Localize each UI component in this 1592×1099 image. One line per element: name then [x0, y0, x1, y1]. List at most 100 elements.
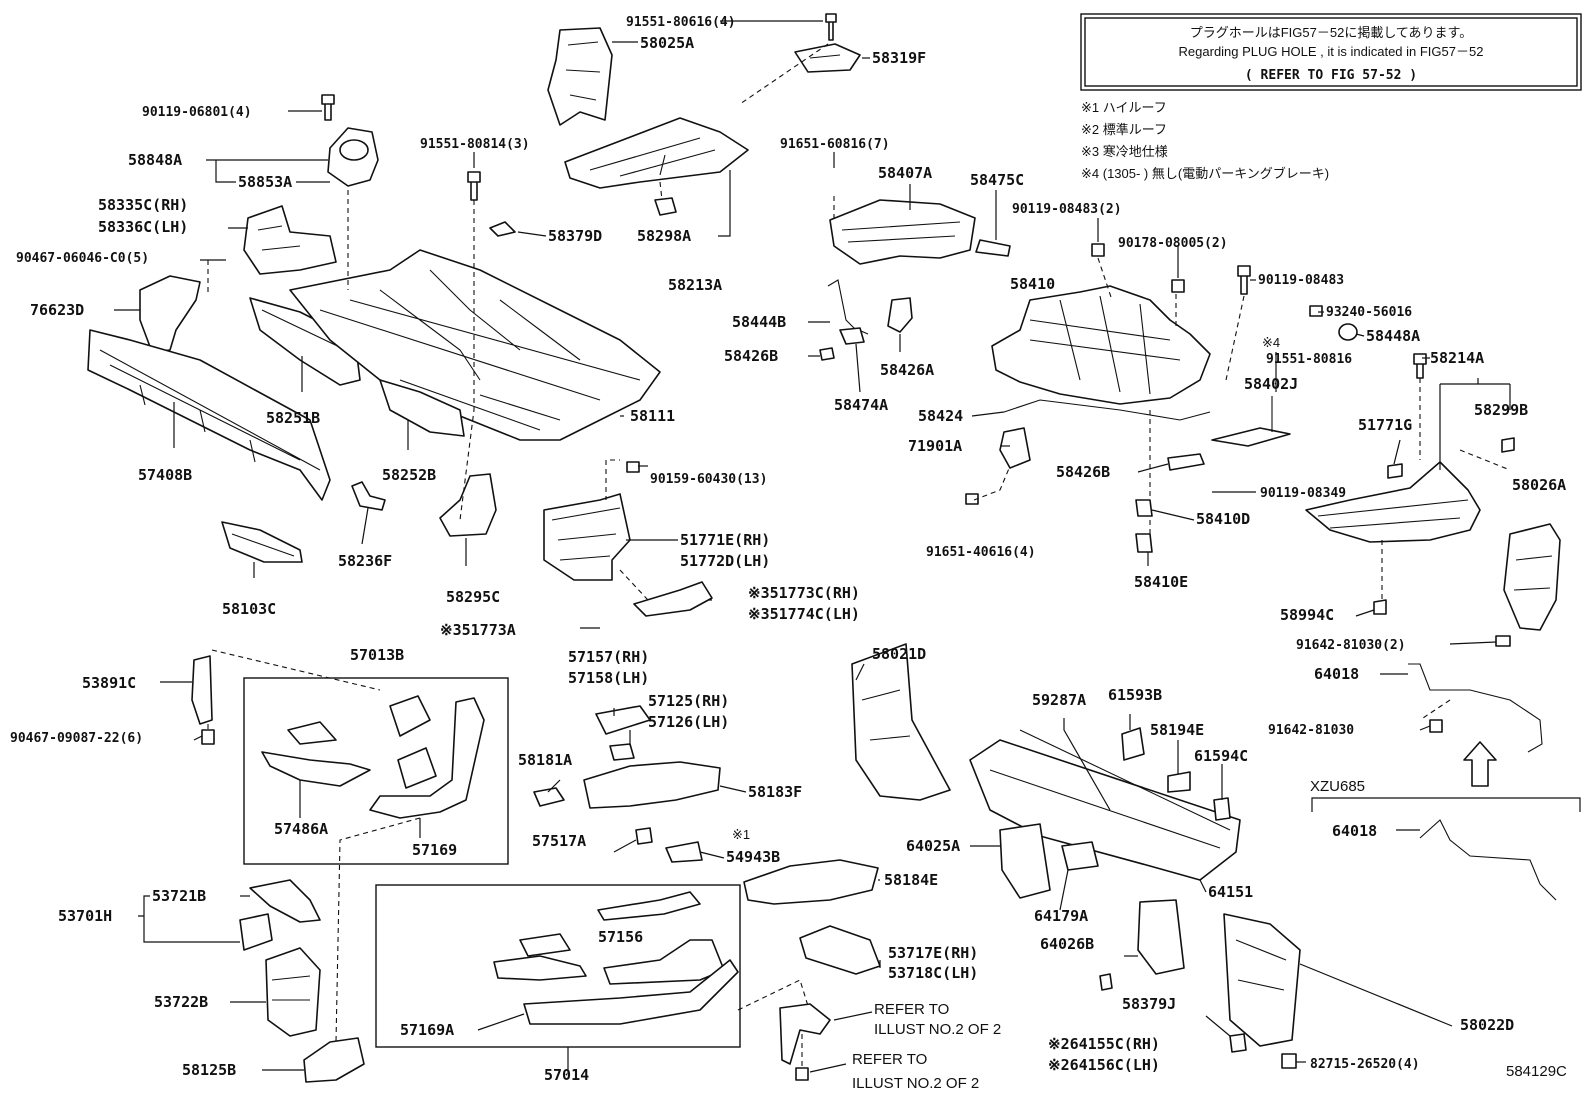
label-58025A: 58025A: [640, 34, 694, 52]
label-58336C: 58336C(LH): [98, 218, 188, 236]
label-57157: 57157(RH): [568, 648, 649, 666]
label-note-1: ※1: [732, 827, 750, 842]
label-58407A: 58407A: [878, 164, 932, 182]
label-58335C: 58335C(RH): [98, 196, 188, 214]
label-58111: 58111: [630, 407, 675, 425]
label-91551-80616: 91551-80616(4): [626, 15, 736, 30]
label-64018-b: 64018: [1332, 822, 1377, 840]
label-58853A: 58853A: [238, 173, 292, 191]
refer-1-line-1: REFER TO: [874, 1001, 949, 1018]
label-58426A: 58426A: [880, 361, 934, 379]
label-58410D: 58410D: [1196, 510, 1250, 528]
label-59287A: 59287A: [1032, 691, 1086, 709]
label-90467-09087: 90467-09087-22(6): [10, 731, 143, 746]
label-57517A: 57517A: [532, 832, 586, 850]
label-90119-06801: 90119-06801(4): [142, 105, 252, 120]
label-91642-81030: 91642-81030: [1268, 723, 1354, 738]
label-57013B: 57013B: [350, 646, 404, 664]
figure-code: 584129C: [1506, 1063, 1567, 1080]
legend-item-4: ※4 (1305- ) 無し(電動パーキングブレーキ): [1081, 166, 1329, 181]
label-58402J: 58402J: [1244, 375, 1298, 393]
label-91551-80814: 91551-80814(3): [420, 137, 530, 152]
label-91651-40616: 91651-40616(4): [926, 545, 1036, 560]
label-91651-60816: 91651-60816(7): [780, 137, 890, 152]
label-58848A: 58848A: [128, 151, 182, 169]
leader-lines: [114, 20, 1511, 1074]
label-51773C: ※351773C(RH): [748, 584, 860, 602]
label-58194E: 58194E: [1150, 721, 1204, 739]
label-58474A: 58474A: [834, 396, 888, 414]
notice-box: プラグホールはFIG57－52に掲載してあります。 Regarding PLUG…: [1080, 13, 1582, 91]
label-57486A: 57486A: [274, 820, 328, 838]
label-51773A: ※351773A: [440, 621, 516, 639]
label-58448A: 58448A: [1366, 327, 1420, 345]
legend-item-1: ※1 ハイルーフ: [1081, 100, 1167, 115]
label-76623D: 76623D: [30, 301, 84, 319]
dashed-lines: [207, 43, 1511, 1068]
label-61594C: 61594C: [1194, 747, 1248, 765]
label-53717E: 53717E(RH): [888, 944, 978, 962]
label-51771G: 51771G: [1358, 416, 1412, 434]
label-58475C: 58475C: [970, 171, 1024, 189]
label-58181A: 58181A: [518, 751, 572, 769]
label-91551-80816: 91551-80816: [1266, 352, 1352, 367]
label-51774C: ※351774C(LH): [748, 605, 860, 623]
label-58379J: 58379J: [1122, 995, 1176, 1013]
label-51771E: 51771E(RH): [680, 531, 770, 549]
label-58213A: 58213A: [668, 276, 722, 294]
label-58410E: 58410E: [1134, 573, 1188, 591]
label-57158: 57158(LH): [568, 669, 649, 687]
label-58022D: 58022D: [1460, 1016, 1514, 1034]
label-58236F: 58236F: [338, 552, 392, 570]
label-64026B: 64026B: [1040, 935, 1094, 953]
label-90119-08349: 90119-08349: [1260, 486, 1346, 501]
label-57125: 57125(RH): [648, 692, 729, 710]
label-58424: 58424: [918, 407, 963, 425]
label-57169: 57169: [412, 841, 457, 859]
label-58410: 58410: [1010, 275, 1055, 293]
label-64156C: ※264156C(LH): [1048, 1056, 1160, 1074]
label-64151: 64151: [1208, 883, 1253, 901]
label-58319F: 58319F: [872, 49, 926, 67]
label-90119-08483-2: 90119-08483(2): [1012, 202, 1122, 217]
part-drawings: [87, 13, 1581, 1083]
label-58299B: 58299B: [1474, 401, 1528, 419]
label-58103C: 58103C: [222, 600, 276, 618]
refer-2-line-1: REFER TO: [852, 1051, 927, 1068]
label-53718C: 53718C(LH): [888, 964, 978, 982]
label-53891C: 53891C: [82, 674, 136, 692]
label-xzu685: XZU685: [1310, 778, 1365, 795]
label-53721B: 53721B: [152, 887, 206, 905]
label-53722B: 53722B: [154, 993, 208, 1011]
label-64179A: 64179A: [1034, 907, 1088, 925]
label-58251B: 58251B: [266, 409, 320, 427]
legend-item-2: ※2 標準ルーフ: [1081, 122, 1167, 137]
label-58426B-a: 58426B: [724, 347, 778, 365]
label-57156: 57156: [598, 928, 643, 946]
notice-line-2: Regarding PLUG HOLE , it is indicated in…: [1179, 44, 1484, 59]
label-note-4: ※4: [1262, 335, 1280, 350]
label-90119-08483: 90119-08483: [1258, 273, 1344, 288]
label-57126: 57126(LH): [648, 713, 729, 731]
label-58444B: 58444B: [732, 313, 786, 331]
label-54943B: 54943B: [726, 848, 780, 866]
label-58295C: 58295C: [446, 588, 500, 606]
label-64018-a: 64018: [1314, 665, 1359, 683]
label-58183F: 58183F: [748, 783, 802, 801]
label-57408B: 57408B: [138, 466, 192, 484]
label-58298A: 58298A: [637, 227, 691, 245]
label-58184E: 58184E: [884, 871, 938, 889]
part-labels: 91551-80616(4) 58025A 58319F 90119-06801…: [10, 15, 1567, 1092]
legend: ※1 ハイルーフ ※2 標準ルーフ ※3 寒冷地仕様 ※4 (1305- ) 無…: [1081, 100, 1329, 181]
refer-2-line-2: ILLUST NO.2 OF 2: [852, 1075, 979, 1092]
label-58125B: 58125B: [182, 1061, 236, 1079]
label-91642-81030-2: 91642-81030(2): [1296, 638, 1406, 653]
label-58252B: 58252B: [382, 466, 436, 484]
label-57014: 57014: [544, 1066, 589, 1084]
refer-1-line-2: ILLUST NO.2 OF 2: [874, 1021, 1001, 1038]
label-90159-60430: 90159-60430(13): [650, 472, 767, 487]
label-51772D: 51772D(LH): [680, 552, 770, 570]
label-64025A: 64025A: [906, 837, 960, 855]
label-82715-26520: 82715-26520(4): [1310, 1057, 1420, 1072]
